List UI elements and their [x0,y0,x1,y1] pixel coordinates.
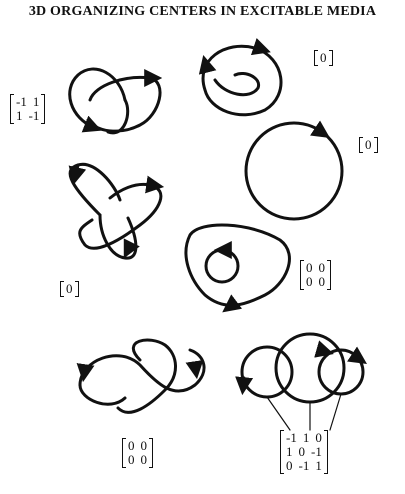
circle-diagram [244,120,344,221]
figure-eight-diagram [76,338,206,414]
matrix-trefoil: 0 [60,281,79,297]
matrix-circle: 0 [359,137,378,153]
matrix-unknot-top: 0 [314,50,333,66]
trefoil-diagram [68,162,165,260]
nested-rings-diagram [184,223,291,313]
two-ring-link-diagram [68,67,163,135]
figure-title: 3D ORGANIZING CENTERS IN EXCITABLE MEDIA [28,4,377,19]
three-ring-chain-diagram [235,332,367,404]
unknot-top-diagram [198,38,283,117]
chain-matrix-connectors [266,393,342,431]
